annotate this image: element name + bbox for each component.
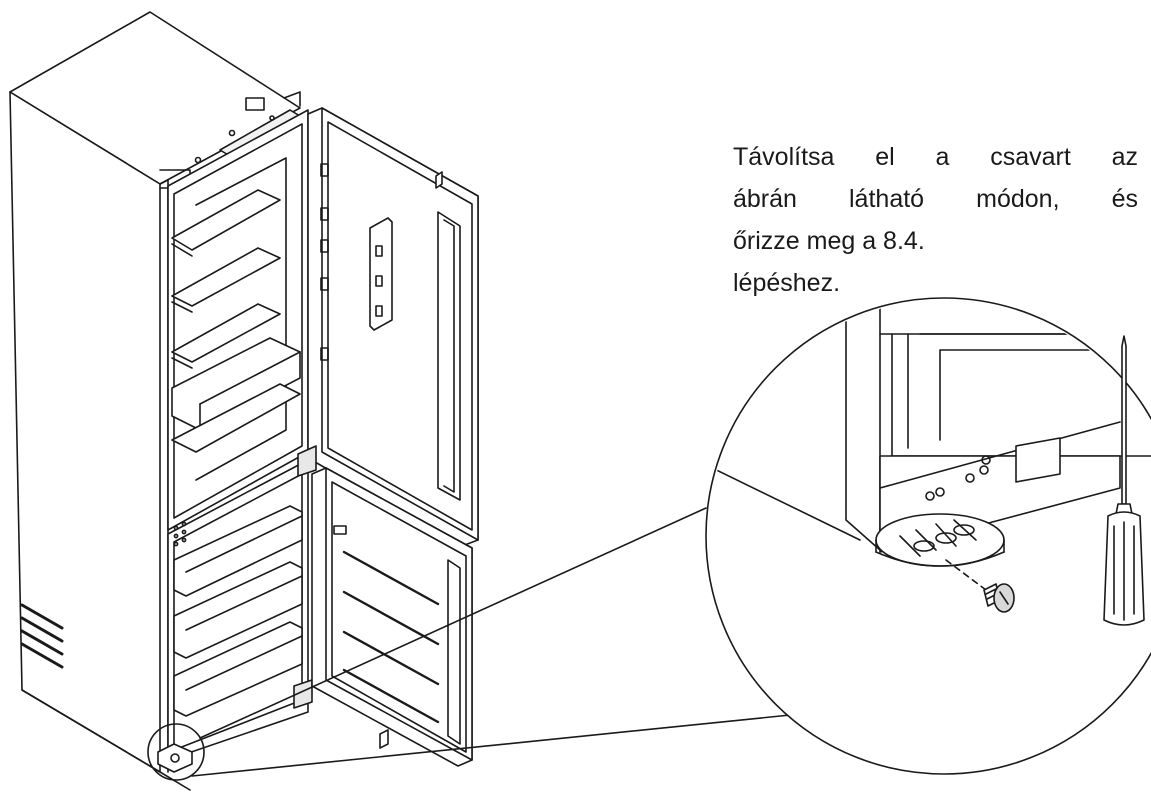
magnified-detail: [705, 297, 1151, 775]
detail-callout: [147, 507, 801, 781]
lower-compartment: [167, 459, 313, 761]
screw-icon: [983, 583, 1015, 613]
instruction-line-2: ábrán látható módon, és: [733, 185, 1138, 213]
upper-door: [297, 107, 479, 547]
instruction-line-4: lépéshez.: [733, 269, 841, 297]
fridge-cabinet: [9, 11, 301, 791]
screwdriver-icon: [1103, 335, 1145, 626]
upper-compartment: [167, 109, 309, 531]
lower-door: [311, 467, 473, 767]
instruction-line-1: Távolítsa el a csavart az: [733, 143, 1138, 171]
instruction-line-3: őrizze meg a 8.4.: [733, 227, 925, 255]
instruction-text: Távolítsa el a csavart az ábrán látható …: [733, 136, 1143, 304]
